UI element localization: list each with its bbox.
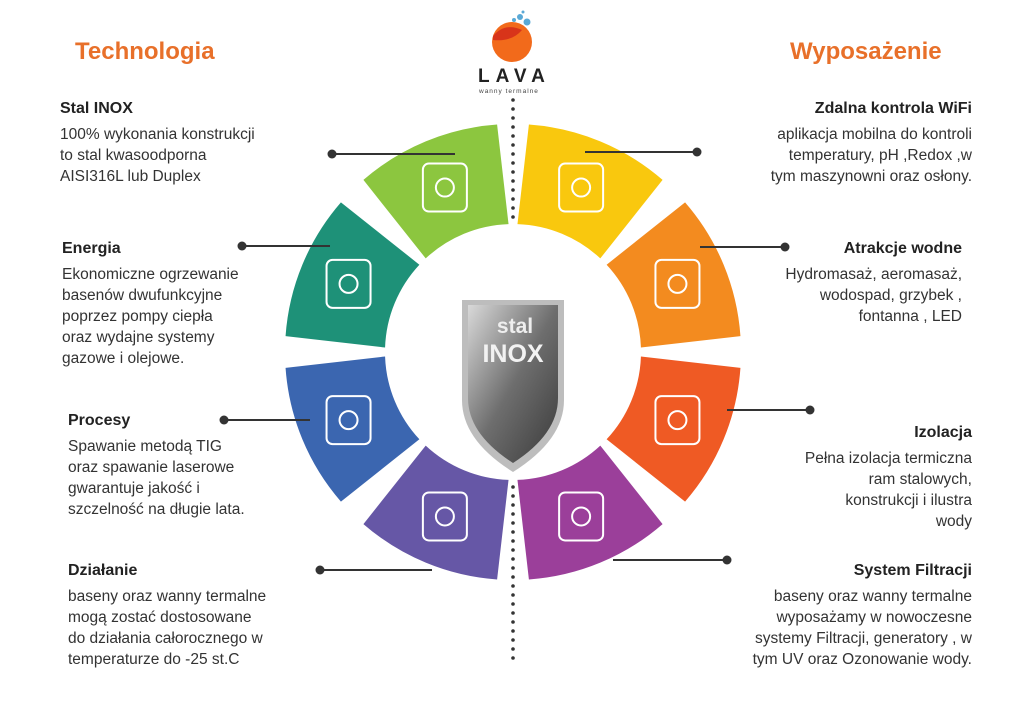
heading: System Filtracji [853, 562, 972, 579]
thermometer-icon [654, 395, 701, 446]
person-bubbles-icon [654, 258, 701, 309]
heading: Atrakcje wodne [843, 240, 962, 257]
body: Pełna izolacja termiczna ram stalowych, … [804, 450, 972, 530]
heading: Izolacja [914, 424, 972, 441]
connector-wifi [585, 147, 702, 157]
info-filtration: System Filtracji baseny oraz wanny termal… [672, 562, 972, 670]
info-steel: Stal INOX 100% wykonania konstrukcji to s… [60, 100, 360, 187]
heading: Działanie [68, 562, 138, 579]
connector-steel [327, 149, 455, 159]
heading: Zdalna kontrola WiFi [814, 100, 972, 117]
bulb-plant-icon [325, 258, 372, 309]
body: Ekonomiczne ogrzewanie basenów dwufunkcy… [62, 266, 239, 367]
body: Spawanie metodą TIG oraz spawanie lasero… [68, 438, 245, 518]
body: baseny oraz wanny termalne mogą zostać d… [68, 588, 267, 668]
body: baseny oraz wanny termalne wyposażamy w … [752, 588, 972, 668]
welder-icon [325, 395, 372, 446]
gear-arrows-icon [421, 491, 468, 542]
body: Hydromasaż, aeromasaż, wodospad, grzybek… [785, 266, 962, 325]
filter-icon [558, 491, 605, 542]
brand-tagline: wanny termalne [479, 88, 539, 95]
connector-operation [315, 565, 432, 575]
heading: Procesy [68, 412, 131, 429]
left-title: Technologia [75, 38, 215, 65]
badge-line2: INOX [482, 340, 543, 368]
right-title: Wyposażenie [790, 38, 942, 65]
connector-filtration [613, 555, 732, 565]
badge-line1: stal [497, 315, 533, 338]
divider-dotted-line [511, 98, 515, 660]
body: 100% wykonania konstrukcji to stal kwaso… [60, 126, 255, 185]
heading: Stal INOX [60, 100, 133, 117]
body: aplikacja mobilna do kontroli temperatur… [770, 126, 972, 185]
steel-profile-icon [421, 162, 468, 213]
phone-icon [558, 162, 605, 213]
info-operation: Działanie baseny oraz wanny termalne mogą… [68, 562, 368, 670]
shield-badge: stal INOX [462, 300, 564, 472]
connector-energy [237, 241, 330, 251]
connector-insulation [727, 405, 815, 415]
logo-mark [492, 10, 532, 62]
connector-processes [219, 415, 310, 425]
info-wifi: Zdalna kontrola WiFi aplikacja mobilna do… [672, 100, 972, 187]
brand-name: LAVA [478, 66, 551, 87]
heading: Energia [62, 240, 121, 257]
connector-water [700, 242, 790, 252]
